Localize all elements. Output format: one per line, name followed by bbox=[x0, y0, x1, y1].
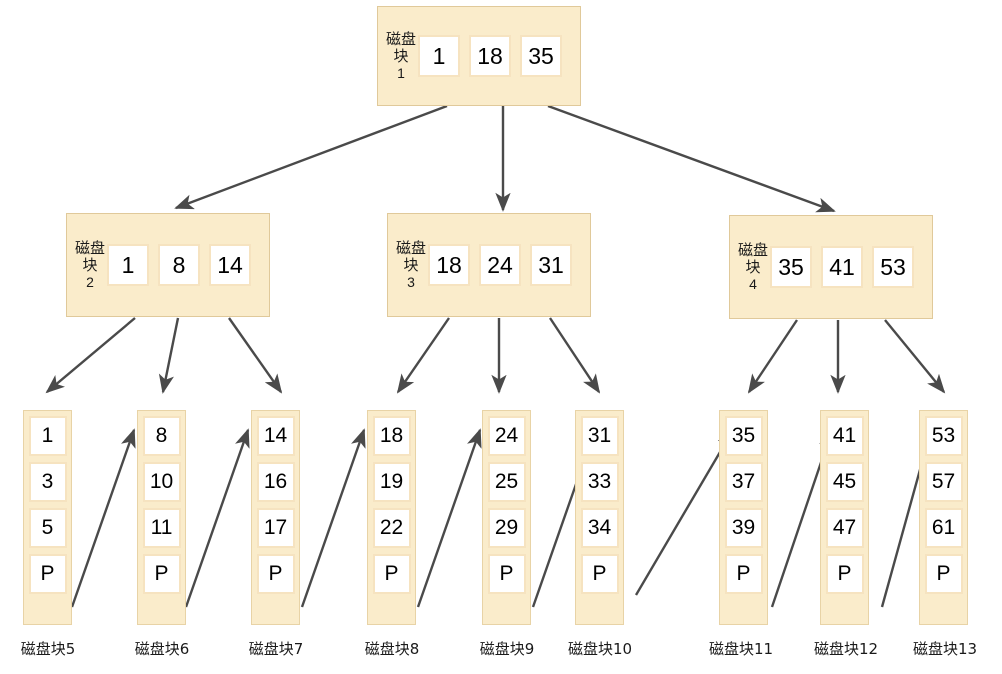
leaf-9-value-0[interactable]: 24 bbox=[487, 416, 526, 456]
leaf-6-value-1[interactable]: 10 bbox=[142, 462, 181, 502]
leaf-8-pointer-cell[interactable]: P bbox=[372, 554, 411, 594]
leaf-8-value-1[interactable]: 19 bbox=[372, 462, 411, 502]
leaf-node-block-9[interactable]: 24 25 29 P bbox=[482, 410, 531, 625]
root-node-block-1[interactable]: 磁盘块 1 1 18 35 bbox=[377, 6, 581, 106]
internal-node-block-4[interactable]: 磁盘块 4 35 41 53 bbox=[729, 215, 933, 319]
edge-root-to-block2 bbox=[174, 104, 448, 210]
internal-node-2-label-number: 2 bbox=[86, 273, 94, 290]
internal-node-4-label-chars: 磁盘块 bbox=[737, 240, 768, 276]
leaf-node-block-13[interactable]: 53 57 61 P bbox=[919, 410, 968, 625]
leaf-11-value-0[interactable]: 35 bbox=[724, 416, 763, 456]
edge-block4-to-leaf11 bbox=[747, 319, 798, 394]
leaf-12-value-2[interactable]: 47 bbox=[825, 508, 864, 548]
root-key-cell-2[interactable]: 35 bbox=[520, 35, 562, 77]
internal-node-3-label-chars: 磁盘块 bbox=[395, 238, 426, 274]
leaf-8-value-2[interactable]: 22 bbox=[372, 508, 411, 548]
internal-node-2-key-cell-0[interactable]: 1 bbox=[107, 244, 149, 286]
leaf-5-value-0[interactable]: 1 bbox=[28, 416, 67, 456]
edge-block3-to-leaf10 bbox=[548, 317, 601, 394]
leaf-5-caption: 磁盘块5 bbox=[20, 640, 76, 658]
root-node-label-number: 1 bbox=[397, 64, 405, 81]
internal-node-4-label: 磁盘块 4 bbox=[736, 240, 770, 293]
leaf-13-pointer-cell[interactable]: P bbox=[924, 554, 963, 594]
leaf-12-caption: 磁盘块12 bbox=[813, 640, 879, 658]
leaf-5-value-1[interactable]: 3 bbox=[28, 462, 67, 502]
leaf-9-pointer-cell[interactable]: P bbox=[487, 554, 526, 594]
leaf-7-pointer-cell[interactable]: P bbox=[256, 554, 295, 594]
internal-node-4-key-cell-0[interactable]: 35 bbox=[770, 246, 812, 288]
internal-node-3-key-cell-0[interactable]: 18 bbox=[428, 244, 470, 286]
leaf-5-pointer-cell[interactable]: P bbox=[28, 554, 67, 594]
leaf-7-value-2[interactable]: 17 bbox=[256, 508, 295, 548]
root-key-cell-0[interactable]: 1 bbox=[418, 35, 460, 77]
internal-node-block-2[interactable]: 磁盘块 2 1 8 14 bbox=[66, 213, 270, 317]
leaf-link-7-to-8 bbox=[300, 428, 366, 608]
leaf-node-block-6[interactable]: 8 10 11 P bbox=[137, 410, 186, 625]
leaf-7-value-0[interactable]: 14 bbox=[256, 416, 295, 456]
leaf-12-value-0[interactable]: 41 bbox=[825, 416, 864, 456]
leaf-node-block-7[interactable]: 14 16 17 P bbox=[251, 410, 300, 625]
root-key-cells: 1 18 35 bbox=[418, 35, 562, 77]
edge-block2-to-leaf5 bbox=[45, 317, 136, 394]
internal-node-4-key-cell-2[interactable]: 53 bbox=[872, 246, 914, 288]
leaf-13-value-2[interactable]: 61 bbox=[924, 508, 963, 548]
edge-block2-to-leaf7 bbox=[228, 317, 283, 394]
internal-node-4-label-number: 4 bbox=[749, 275, 757, 292]
root-key-cell-1[interactable]: 18 bbox=[469, 35, 511, 77]
leaf-9-caption: 磁盘块9 bbox=[479, 640, 535, 658]
internal-node-4-key-cells: 35 41 53 bbox=[770, 246, 914, 288]
internal-node-2-key-cell-1[interactable]: 8 bbox=[158, 244, 200, 286]
leaf-link-8-to-9 bbox=[416, 428, 482, 608]
leaf-6-value-0[interactable]: 8 bbox=[142, 416, 181, 456]
leaf-8-caption: 磁盘块8 bbox=[364, 640, 420, 658]
leaf-10-value-0[interactable]: 31 bbox=[580, 416, 619, 456]
leaf-10-value-2[interactable]: 34 bbox=[580, 508, 619, 548]
internal-node-block-3[interactable]: 磁盘块 3 18 24 31 bbox=[387, 213, 591, 317]
leaf-7-caption: 磁盘块7 bbox=[248, 640, 304, 658]
leaf-node-block-10[interactable]: 31 33 34 P bbox=[575, 410, 624, 625]
leaf-6-caption: 磁盘块6 bbox=[134, 640, 190, 658]
leaf-13-value-1[interactable]: 57 bbox=[924, 462, 963, 502]
leaf-link-6-to-7 bbox=[184, 428, 250, 608]
leaf-11-caption: 磁盘块11 bbox=[708, 640, 774, 658]
leaf-node-block-8[interactable]: 18 19 22 P bbox=[367, 410, 416, 625]
internal-node-3-label: 磁盘块 3 bbox=[394, 238, 428, 291]
edge-block2-to-leaf6 bbox=[158, 317, 180, 394]
leaf-11-value-2[interactable]: 39 bbox=[724, 508, 763, 548]
leaf-10-caption: 磁盘块10 bbox=[567, 640, 633, 658]
internal-node-3-key-cells: 18 24 31 bbox=[428, 244, 572, 286]
leaf-10-pointer-cell[interactable]: P bbox=[580, 554, 619, 594]
leaf-11-value-1[interactable]: 37 bbox=[724, 462, 763, 502]
internal-node-2-label: 磁盘块 2 bbox=[73, 238, 107, 291]
leaf-6-value-2[interactable]: 11 bbox=[142, 508, 181, 548]
root-node-label-chars: 磁盘块 bbox=[385, 29, 416, 65]
leaf-node-block-5[interactable]: 1 3 5 P bbox=[23, 410, 72, 625]
internal-node-2-key-cells: 1 8 14 bbox=[107, 244, 251, 286]
edge-block4-to-leaf13 bbox=[884, 319, 946, 394]
leaf-node-block-11[interactable]: 35 37 39 P bbox=[719, 410, 768, 625]
internal-node-3-label-number: 3 bbox=[407, 273, 415, 290]
internal-node-2-label-chars: 磁盘块 bbox=[74, 238, 105, 274]
root-node-label: 磁盘块 1 bbox=[384, 29, 418, 82]
internal-node-4-key-cell-1[interactable]: 41 bbox=[821, 246, 863, 288]
internal-node-3-key-cell-1[interactable]: 24 bbox=[479, 244, 521, 286]
leaf-6-pointer-cell[interactable]: P bbox=[142, 554, 181, 594]
edge-block3-to-leaf8 bbox=[396, 317, 450, 394]
leaf-node-block-12[interactable]: 41 45 47 P bbox=[820, 410, 869, 625]
leaf-13-value-0[interactable]: 53 bbox=[924, 416, 963, 456]
edge-root-to-block4 bbox=[547, 104, 836, 213]
leaf-11-pointer-cell[interactable]: P bbox=[724, 554, 763, 594]
leaf-9-value-2[interactable]: 29 bbox=[487, 508, 526, 548]
leaf-10-value-1[interactable]: 33 bbox=[580, 462, 619, 502]
leaf-12-pointer-cell[interactable]: P bbox=[825, 554, 864, 594]
leaf-link-5-to-6 bbox=[70, 428, 136, 608]
internal-node-3-key-cell-2[interactable]: 31 bbox=[530, 244, 572, 286]
leaf-7-value-1[interactable]: 16 bbox=[256, 462, 295, 502]
leaf-12-value-1[interactable]: 45 bbox=[825, 462, 864, 502]
leaf-13-caption: 磁盘块13 bbox=[912, 640, 978, 658]
leaf-8-value-0[interactable]: 18 bbox=[372, 416, 411, 456]
leaf-9-value-1[interactable]: 25 bbox=[487, 462, 526, 502]
internal-node-2-key-cell-2[interactable]: 14 bbox=[209, 244, 251, 286]
leaf-5-value-2[interactable]: 5 bbox=[28, 508, 67, 548]
